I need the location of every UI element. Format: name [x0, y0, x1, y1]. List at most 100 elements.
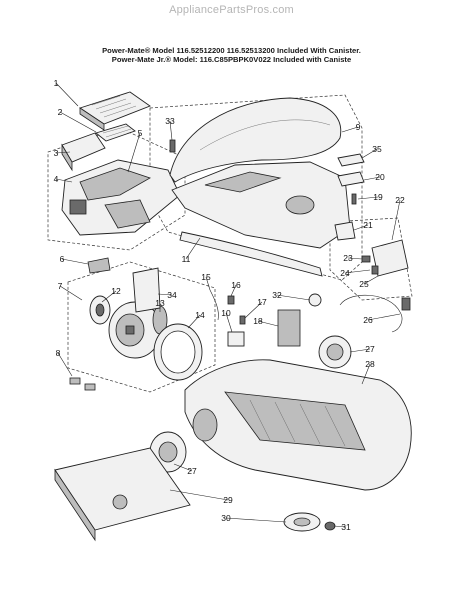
part-caster-30 [283, 512, 321, 532]
callout-27: 27 [365, 344, 375, 354]
header-line-1: Power-Mate® Model 116.52512200 116.52513… [102, 46, 361, 55]
part-motor-10 [108, 301, 162, 359]
part-filter-cover [78, 91, 151, 131]
callout-leader-3 [55, 151, 71, 154]
callout-layer: 1234567891011121314151617181920212223242… [54, 78, 405, 532]
header-line-2: Power-Mate Jr.® Model: 116.C85PBPK0V022 … [111, 55, 352, 64]
callout-leader-33 [169, 120, 173, 141]
callout-leader-27 [349, 348, 371, 353]
part-bracket-21 [334, 221, 356, 241]
callout-leader-35 [361, 148, 378, 159]
callout-10: 10 [221, 308, 231, 318]
callout-13: 13 [155, 298, 165, 308]
callout-leader-5 [127, 132, 141, 173]
callout-leader-2 [59, 111, 97, 133]
callout-leader-6 [61, 258, 89, 265]
callout-6: 6 [60, 254, 65, 264]
group-box-hood [149, 94, 363, 281]
part-motor-mount-12 [89, 295, 111, 325]
callout-17: 17 [257, 297, 267, 307]
callout-1: 1 [54, 78, 59, 88]
group-box-motor [67, 261, 216, 393]
callout-12: 12 [111, 286, 121, 296]
callout-30: 30 [221, 513, 231, 523]
callout-leader-22 [391, 199, 401, 241]
group-box-hose-mount [329, 217, 413, 301]
part-clips-8 [69, 377, 96, 391]
callout-32: 32 [272, 290, 282, 300]
callout-14: 14 [195, 310, 205, 320]
callout-5: 5 [138, 128, 143, 138]
callout-25: 25 [359, 279, 369, 289]
callout-leader-19 [357, 196, 379, 200]
part-filter-grille [61, 132, 106, 172]
callout-leader-11 [185, 237, 201, 260]
part-canister-base-28 [184, 359, 412, 491]
part-power-block-10 [227, 331, 245, 347]
part-hood-base [171, 161, 351, 249]
callout-24: 24 [340, 268, 350, 278]
callout-34: 34 [167, 290, 177, 300]
callout-leader-26 [367, 313, 401, 321]
callout-29: 29 [223, 495, 233, 505]
callout-7: 7 [58, 281, 63, 291]
callout-leader-12 [101, 290, 117, 303]
callout-leader-15 [205, 276, 211, 291]
callout-leader-24 [344, 269, 371, 274]
part-axle-31 [324, 521, 336, 531]
callout-leader-17 [244, 301, 263, 319]
callout-33: 33 [165, 116, 175, 126]
callout-31: 31 [341, 522, 351, 532]
callout-3: 3 [54, 148, 59, 158]
callout-leader-10 [225, 312, 233, 333]
part-screw-33 [169, 139, 176, 153]
callout-leader-18 [257, 320, 279, 327]
callout-leader-20 [363, 176, 381, 181]
callout-11: 11 [182, 254, 191, 264]
part-pad-6 [87, 257, 111, 274]
callout-leader-8 [57, 352, 73, 377]
callout-leader-9 [341, 126, 359, 133]
callout-15: 15 [201, 272, 211, 282]
callout-27: 27 [187, 466, 197, 476]
callout-2: 2 [58, 107, 63, 117]
callout-leader-29 [169, 489, 229, 501]
callout-leader-25 [363, 275, 379, 285]
callout-21: 21 [363, 220, 373, 230]
part-hood [169, 97, 342, 183]
callout-leader-27 [173, 463, 193, 472]
part-bumper-strip [179, 231, 323, 277]
callout-leader-28 [361, 363, 371, 385]
part-motor-housing [61, 159, 181, 236]
callout-leader-21 [353, 224, 369, 231]
callout-leader-31 [333, 525, 347, 528]
part-cord-26 [339, 294, 411, 333]
callout-9: 9 [356, 122, 361, 132]
callout-20: 20 [375, 172, 385, 182]
part-wheel-27-right [318, 335, 352, 369]
part-switch-16 [227, 295, 235, 305]
part-knob-32 [308, 293, 322, 307]
callout-leader-23 [347, 257, 363, 260]
callout-leader-7 [59, 285, 83, 301]
callout-4: 4 [54, 174, 59, 184]
callout-8: 8 [56, 348, 61, 358]
diagram-header: Power-Mate® Model 116.52512200 116.52513… [0, 46, 463, 64]
part-latch-20 [337, 171, 365, 187]
callout-leader-16 [230, 284, 237, 297]
callout-leader-1 [55, 82, 79, 107]
callout-23: 23 [343, 253, 353, 263]
callout-16: 16 [231, 280, 241, 290]
watermark: AppliancePartsPros.com [169, 4, 294, 16]
callout-22: 22 [395, 195, 405, 205]
callout-leader-32 [276, 294, 311, 301]
callout-28: 28 [365, 359, 375, 369]
callout-26: 26 [363, 315, 373, 325]
part-spring-19 [351, 193, 357, 205]
callout-leader-14 [187, 314, 201, 329]
callout-leader-30 [225, 517, 287, 523]
callout-leader-34 [157, 293, 173, 296]
part-wire-15 [209, 289, 219, 321]
part-hose-mount-22 [361, 239, 409, 277]
part-filter-18 [277, 309, 301, 347]
